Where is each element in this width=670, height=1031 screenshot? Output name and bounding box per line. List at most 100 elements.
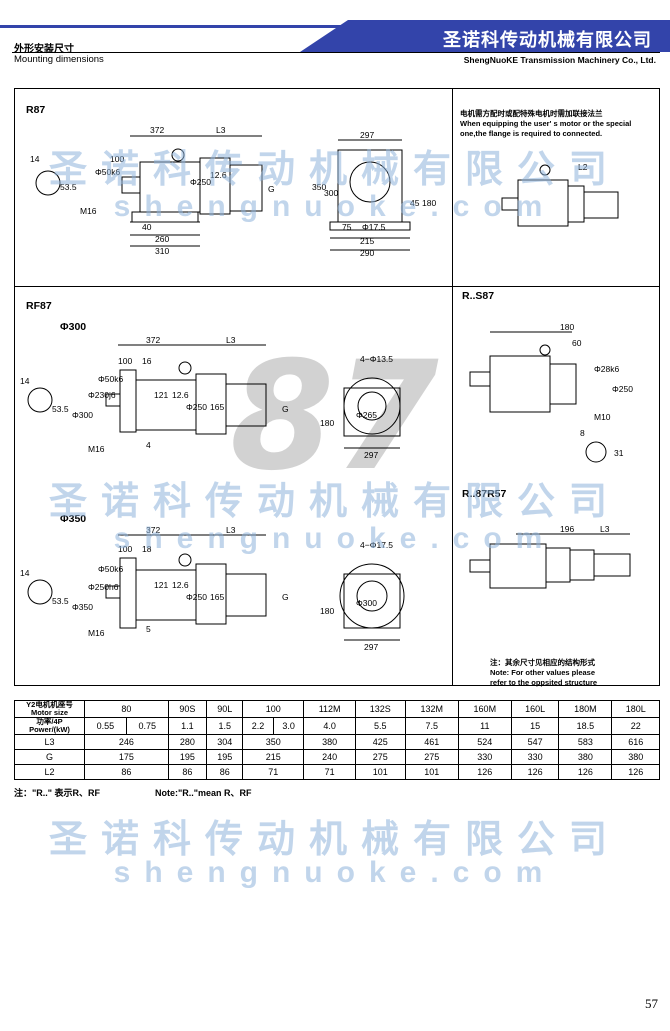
table-header-power: 功率/4P Power/(kW): [14, 717, 85, 735]
label-phi350: Φ350: [60, 513, 87, 525]
rf87-phi300-side: [27, 344, 267, 435]
frame-divider-left: [14, 286, 452, 287]
rf87b-dim-50: Φ50k6: [98, 564, 123, 574]
table-cell: 160L: [510, 700, 560, 718]
rf87a-dim-535: 53.5: [52, 404, 69, 414]
flange-dim-l2: L2: [578, 162, 588, 172]
r87-dim-100: 100: [110, 154, 124, 164]
r87-side-view: [35, 135, 263, 247]
table-cell: 126: [457, 764, 512, 780]
rf87a-dim-16: 16: [142, 356, 152, 366]
table-row-l3: L3 246 280 304 350 380 425 461 524 547 5…: [14, 734, 660, 750]
r87-dim-290: 290: [360, 248, 374, 258]
rf87a-dim-121: 121: [154, 390, 168, 400]
table-cell: 180M: [558, 700, 613, 718]
rf87a-dim-14: 14: [20, 376, 30, 386]
table-cell: 101: [354, 764, 406, 780]
rs87-view: [469, 331, 607, 463]
rf87b-dim-126: 12.6: [172, 580, 189, 590]
table-cell: 275: [354, 749, 406, 765]
r87-dim-300: 300: [324, 188, 338, 198]
table-cell: 425: [354, 734, 406, 750]
rf87a-dim-g: G: [282, 404, 289, 414]
rf87a-dim-250: Φ250: [186, 402, 207, 412]
table-row-label: L3: [14, 734, 85, 750]
rf87a-dim-l3: L3: [226, 335, 236, 345]
table-cell: 5.5: [354, 717, 406, 735]
table-cell: 2.2: [242, 717, 274, 735]
table-cell: 100: [242, 700, 305, 718]
r87-dim-372: 372: [150, 125, 164, 135]
rf87-phi350-side: [27, 534, 267, 629]
table-cell: 330: [457, 749, 512, 765]
flange-view: [501, 164, 619, 227]
r87-dim-175: Φ17.5: [362, 222, 386, 232]
table-cell: 246: [84, 734, 169, 750]
table-row-g: G 175 195 195 215 240 275 275 330 330 38…: [14, 749, 660, 765]
r87-dim-14: 14: [30, 154, 40, 164]
footnote-cn: 注："R.." 表示R、RF: [14, 788, 101, 798]
watermark-cn-3: 圣诺科传动机械有限公司: [48, 819, 621, 861]
table-cell: 304: [206, 734, 244, 750]
label-r87r57: R..87R57: [462, 488, 507, 500]
table-header-power-en: Power/(kW): [29, 725, 70, 734]
table-row-l2: L2 86 86 86 71 71 101 101 126 126 126 12…: [14, 764, 660, 780]
rf87-phi300-flange: [343, 377, 401, 449]
table-header-power-cn: 功率/4P: [36, 717, 63, 726]
company-banner: [300, 20, 670, 52]
flange-note: 电机需方配时或配特殊电机时需加联接法兰 When equipping the u…: [460, 109, 631, 139]
table-cell: 18.5: [558, 717, 613, 735]
table-cell: 195: [206, 749, 244, 765]
rf87b-dim-m16: M16: [88, 628, 105, 638]
table-row-power: 功率/4P Power/(kW) 0.55 0.75 1.1 1.5 2.2 3…: [14, 717, 660, 735]
table-cell: 1.5: [206, 717, 244, 735]
r87-dim-350: 350: [312, 182, 326, 192]
structure-note-en2: refer to the oppsited structure: [490, 678, 598, 687]
rf87a-dim-300: Φ300: [72, 410, 93, 420]
rf87a-dim-100: 100: [118, 356, 132, 366]
table-row-motor-size: Y2电机机座号 Motor size 80 90S 90L 100 112M 1…: [14, 700, 660, 718]
table-row-label: G: [14, 749, 85, 765]
section-title-en: Mounting dimensions: [14, 54, 104, 65]
drawing-frame: [14, 88, 660, 686]
r87-dim-310: 310: [155, 246, 169, 256]
table-cell: 80: [84, 700, 169, 718]
table-row-label: L2: [14, 764, 85, 780]
table-cell: 86: [167, 764, 208, 780]
rf87a-dim-265: Φ265: [356, 410, 377, 420]
rf87a-dim-372: 372: [146, 335, 160, 345]
table-cell: 71: [303, 764, 356, 780]
header-rule: [12, 52, 660, 53]
r87-dim-75: 75: [342, 222, 352, 232]
table-cell: 22: [611, 717, 660, 735]
rs87-dim-250: Φ250: [612, 384, 633, 394]
table-cell: 180L: [611, 700, 660, 718]
flange-note-cn: 电机需方配时或配特殊电机时需加联接法兰: [460, 109, 603, 118]
r8757-dim-196: 196: [560, 524, 574, 534]
table-cell: 275: [404, 749, 459, 765]
rf87a-dim-180: 180: [320, 418, 334, 428]
section-title-cn: 外形安装尺寸: [14, 44, 74, 55]
header-accent-bar: [0, 25, 670, 28]
table-cell: 240: [303, 749, 356, 765]
rf87a-dim-4: 4: [146, 440, 151, 450]
table-cell: 132S: [354, 700, 406, 718]
table-cell: 0.75: [125, 717, 169, 735]
table-cell: 380: [558, 749, 613, 765]
rf87a-dim-m16: M16: [88, 444, 105, 454]
table-cell: 126: [510, 764, 560, 780]
table-cell: 461: [404, 734, 459, 750]
r8757-dim-l3: L3: [600, 524, 610, 534]
table-cell: 280: [167, 734, 208, 750]
r87r57-view: [469, 533, 631, 589]
rs87-dim-8: 8: [580, 428, 585, 438]
rf87b-dim-372: 372: [146, 525, 160, 535]
table-cell: 616: [611, 734, 660, 750]
table-cell: 112M: [303, 700, 356, 718]
rf87b-dim-5: 5: [146, 624, 151, 634]
rs87-dim-31: 31: [614, 448, 624, 458]
rf87a-dim-230: Φ230j6: [88, 390, 116, 400]
r87-dim-m16: M16: [80, 206, 97, 216]
label-phi300: Φ300: [60, 321, 87, 333]
r87-dim-250: Φ250: [190, 177, 211, 187]
